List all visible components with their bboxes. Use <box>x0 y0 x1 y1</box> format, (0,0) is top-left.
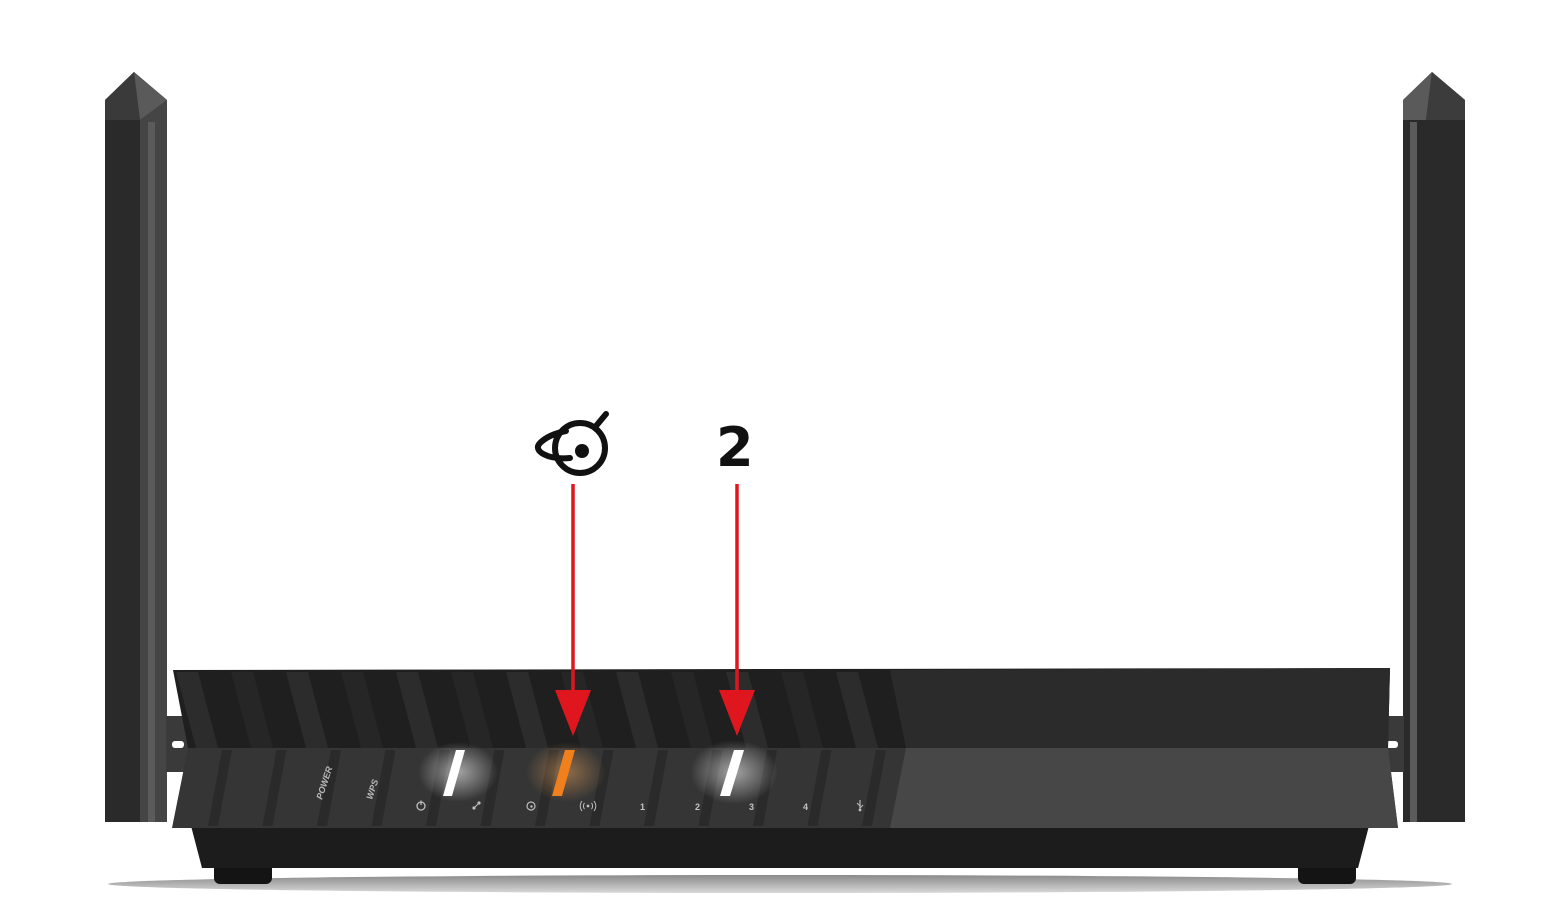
front-facet-groove <box>208 750 232 826</box>
front-facet-groove <box>262 750 287 826</box>
port-3-label: 3 <box>749 802 754 812</box>
arrow-to-internet-led <box>555 484 591 736</box>
router-front-panel <box>172 748 1398 828</box>
port-2-label: 2 <box>695 802 700 812</box>
top-ridge <box>616 672 658 748</box>
top-ridge <box>836 672 878 748</box>
top-ridge <box>176 672 218 748</box>
top-ridge <box>671 672 713 748</box>
top-ridge <box>286 672 328 748</box>
front-facet-groove <box>862 750 886 826</box>
callout-port-number: 2 <box>716 416 754 479</box>
antenna-left <box>105 72 167 822</box>
arrow-to-port2-led <box>719 484 755 736</box>
led-power-bar <box>443 750 465 796</box>
router-base <box>190 822 1370 868</box>
top-ridge <box>396 672 438 748</box>
front-facet-groove <box>807 750 832 826</box>
usb-icon <box>856 800 864 812</box>
port-4-label: 4 <box>803 802 808 812</box>
top-ridges <box>176 672 878 748</box>
power-icon <box>416 800 426 811</box>
top-ridge <box>341 672 383 748</box>
front-facet-groove <box>480 750 505 826</box>
callout-internet-icon <box>535 411 609 476</box>
front-facet-groove <box>371 750 396 826</box>
floor-shadow <box>108 875 1452 893</box>
wan-icon <box>472 801 481 810</box>
led-internet-bar <box>552 750 575 796</box>
wifi-icon <box>579 800 597 812</box>
front-facet-groove <box>317 750 341 826</box>
top-ridge <box>451 672 493 748</box>
top-ridge <box>231 672 273 748</box>
port-1-label: 1 <box>640 802 645 812</box>
led-port2-bar <box>720 750 744 796</box>
top-ridge <box>781 672 823 748</box>
antenna-right <box>1403 72 1465 822</box>
top-ridge <box>506 672 548 748</box>
internet-icon <box>526 801 536 811</box>
front-facet-groove <box>644 750 668 826</box>
